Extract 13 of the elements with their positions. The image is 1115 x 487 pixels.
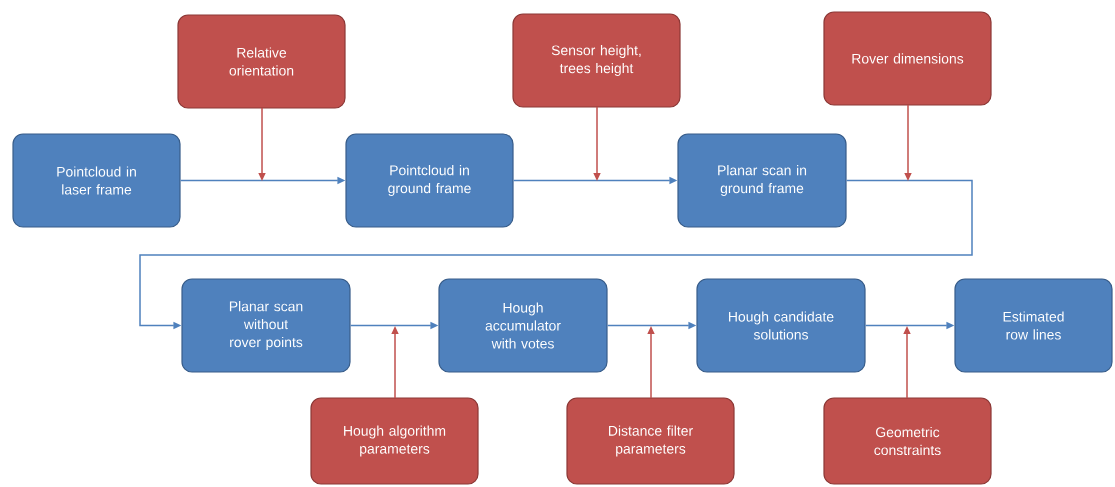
parameter-box: Rover dimensions [823,11,992,106]
process-box: Planar scan without rover points [181,278,351,373]
parameter-box: Hough algorithm parameters [310,397,479,485]
process-box: Estimated row lines [954,278,1113,373]
process-box: Hough accumulator with votes [438,278,608,373]
parameter-box: Geometric constraints [823,397,992,485]
parameter-box: Sensor height, trees height [512,13,681,108]
parameter-box: Relative orientation [177,14,346,109]
process-box: Pointcloud in laser frame [12,133,181,228]
process-box: Pointcloud in ground frame [345,133,514,228]
process-box: Hough candidate solutions [696,278,866,373]
process-box: Planar scan in ground frame [677,133,847,228]
parameter-box: Distance filter parameters [566,397,735,485]
